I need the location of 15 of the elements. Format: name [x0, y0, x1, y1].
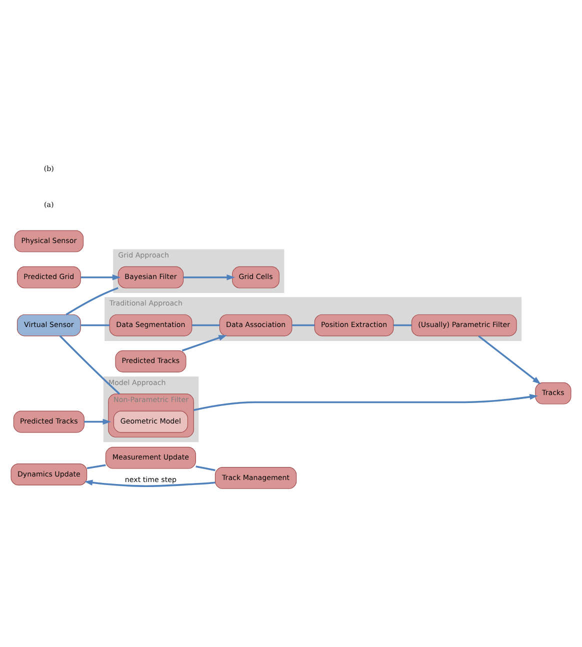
connector [80, 324, 110, 326]
arrow [193, 394, 538, 411]
arrow [183, 274, 236, 280]
arrow [84, 418, 112, 425]
connector [196, 466, 216, 472]
arrow [84, 480, 216, 487]
connector [292, 324, 315, 326]
connector [66, 287, 118, 316]
connector [192, 324, 220, 326]
connector [393, 324, 412, 326]
arrow [80, 274, 121, 280]
connector [59, 335, 120, 395]
connector [86, 464, 106, 470]
arrow [182, 335, 227, 352]
arrow [478, 335, 541, 384]
